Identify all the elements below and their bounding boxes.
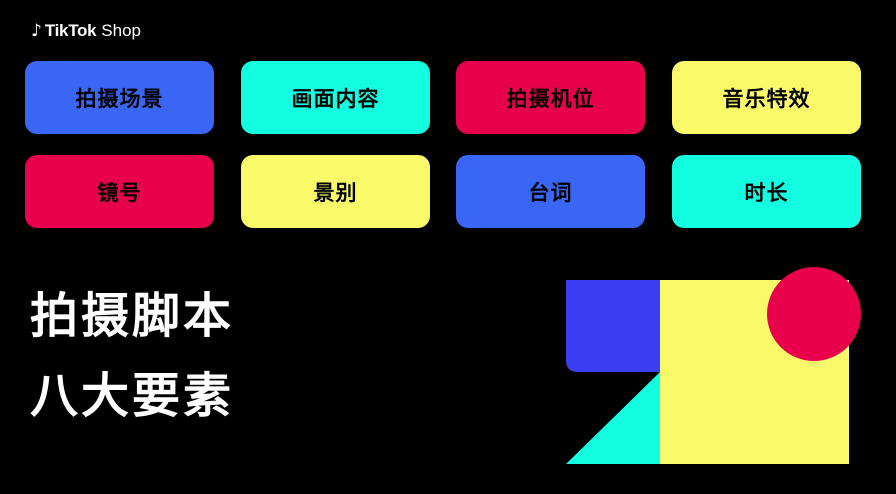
tile-label: 拍摄场景 bbox=[75, 86, 164, 111]
tile-duration: 时长 bbox=[672, 155, 861, 228]
tile-label: 景别 bbox=[313, 180, 358, 205]
tile-shot-size: 景别 bbox=[241, 155, 430, 228]
blue-rounded-square-shape bbox=[566, 280, 660, 372]
tile-label: 时长 bbox=[744, 180, 789, 205]
tile-camera-position: 拍摄机位 bbox=[456, 61, 645, 134]
tile-shooting-scene: 拍摄场景 bbox=[25, 61, 214, 134]
tile-shot-number: 镜号 bbox=[25, 155, 214, 228]
logo-brand-text: TikTok bbox=[44, 21, 97, 40]
tile-label: 拍摄机位 bbox=[506, 86, 595, 111]
tile-dialogue: 台词 bbox=[456, 155, 645, 228]
tile-music-effects: 音乐特效 bbox=[672, 61, 861, 134]
red-circle-shape bbox=[767, 267, 861, 361]
page-title-line1: 拍摄脚本 bbox=[30, 288, 235, 344]
cyan-triangle-shape bbox=[566, 372, 660, 464]
tiktok-shop-logo: ♪ TikTok Shop bbox=[31, 20, 141, 42]
tiktok-note-icon: ♪ bbox=[31, 20, 42, 41]
page-title-line2: 八大要素 bbox=[30, 368, 235, 424]
logo-shop-text: Shop bbox=[101, 21, 141, 40]
tile-label: 台词 bbox=[528, 180, 573, 205]
tile-label: 画面内容 bbox=[291, 86, 380, 111]
tile-label: 镜号 bbox=[97, 180, 142, 205]
tile-frame-content: 画面内容 bbox=[241, 61, 430, 134]
tile-label: 音乐特效 bbox=[722, 86, 811, 111]
